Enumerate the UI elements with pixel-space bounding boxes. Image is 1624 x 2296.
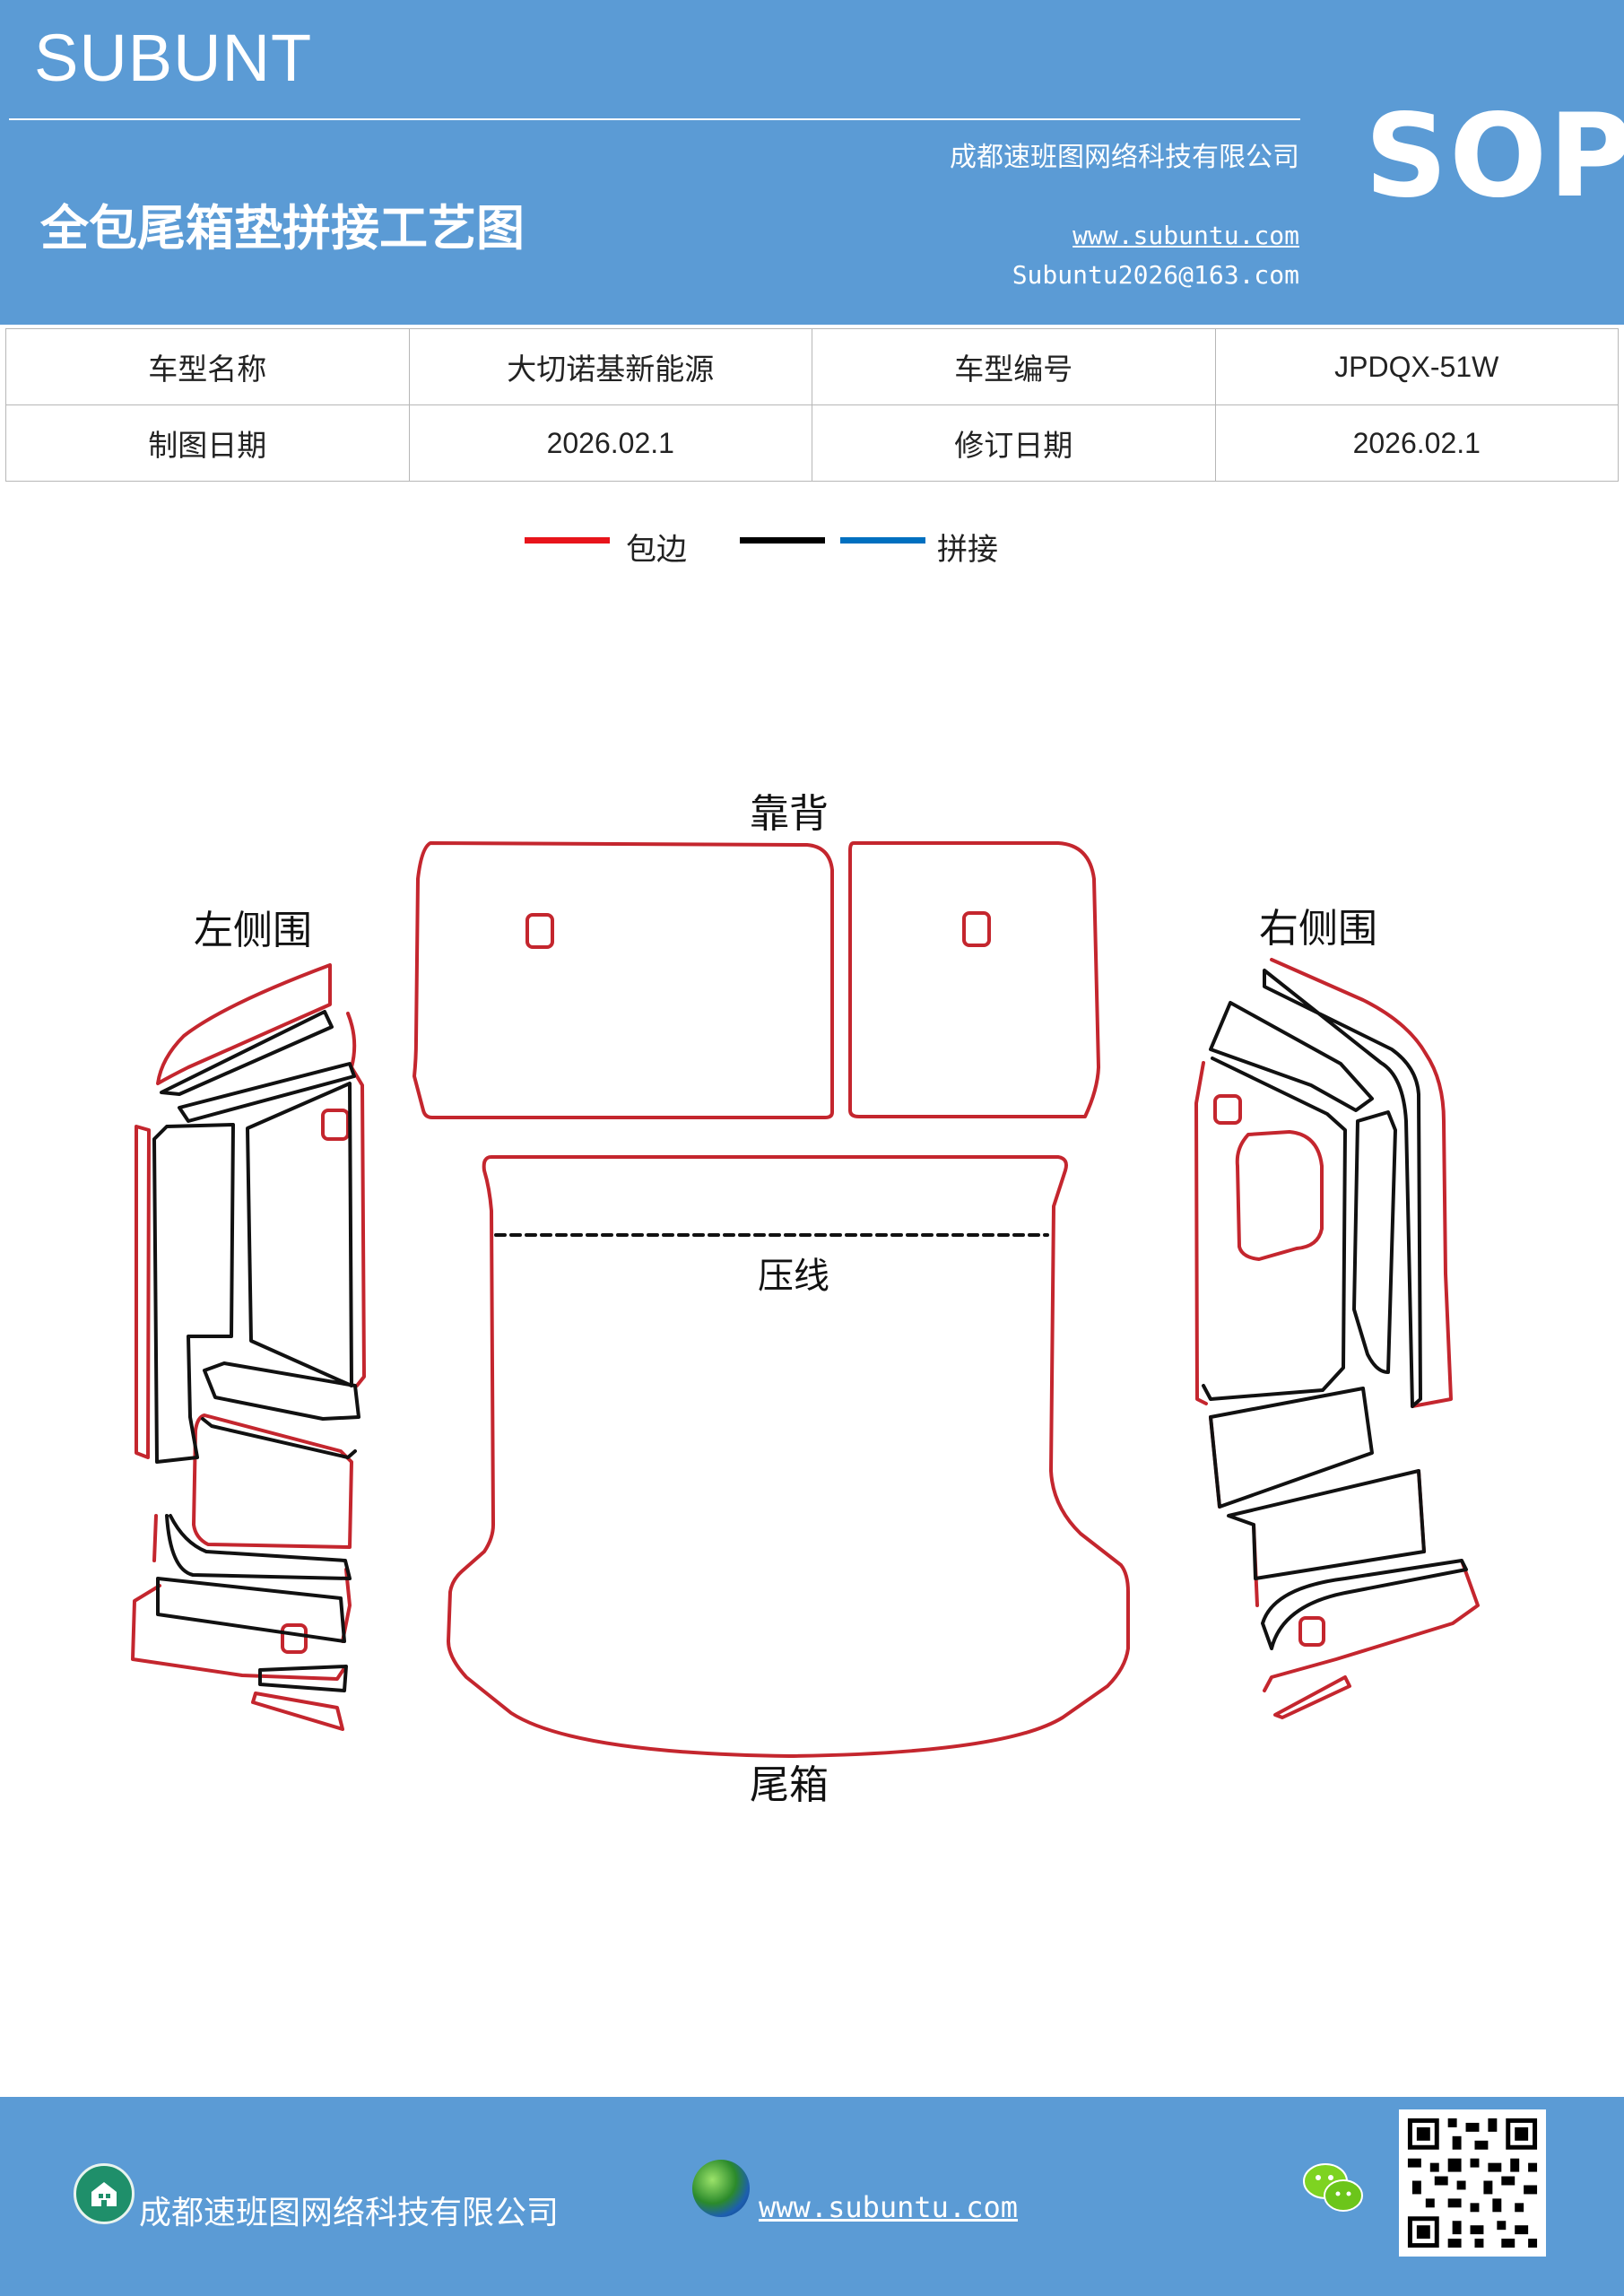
legend: 包边 拼接: [0, 525, 1624, 578]
right-side-left-edge: [1194, 1061, 1208, 1405]
brand-name: SUBUNT: [34, 21, 313, 95]
right-side-bottom-edge: [1263, 1559, 1480, 1692]
legend-swatch-black: [740, 537, 825, 544]
right-side-clip-bottom: [1298, 1616, 1325, 1647]
left-side-clip-top: [321, 1109, 350, 1141]
left-side-seam-lower: [156, 1514, 352, 1692]
left-side-clip-bottom: [281, 1623, 308, 1654]
legend-label-edge: 包边: [626, 532, 687, 568]
left-side-top-edge: [156, 963, 332, 1085]
footer-banner: 成都速班图网络科技有限公司 www.subuntu.com: [0, 2097, 1624, 2296]
backrest-left-clip: [525, 913, 554, 949]
footer-company-name: 成都速班图网络科技有限公司: [139, 2195, 560, 2231]
footer-website-link[interactable]: www.subuntu.com: [759, 2190, 1018, 2224]
right-side-top-edge: [1270, 958, 1453, 1408]
left-side-left-edge: [135, 1125, 151, 1459]
backrest-right-clip: [962, 911, 991, 947]
table-cell: 2026.02.1: [1214, 404, 1619, 482]
email-address[interactable]: Subuntu2026@163.com: [1012, 260, 1299, 290]
table-cell: 制图日期: [5, 404, 410, 482]
legend-swatch-red: [525, 537, 610, 544]
left-side-seam: [152, 1010, 360, 1464]
backrest-right-panel: [848, 841, 1100, 1118]
left-side-right-edge: [346, 1012, 366, 1387]
trunk-mat: [447, 1155, 1130, 1758]
legend-label-splice: 拼接: [937, 532, 998, 568]
table-cell: 修订日期: [812, 404, 1216, 482]
right-side-tail-edge: [1273, 1675, 1351, 1719]
header-divider: [9, 118, 1300, 120]
company-name: 成都速班图网络科技有限公司: [950, 142, 1299, 173]
label-press-line: 压线: [758, 1256, 829, 1297]
table-cell: 2026.02.1: [408, 404, 812, 482]
table-row: 车型名称 大切诺基新能源 车型编号 JPDQX-51W: [5, 328, 1619, 405]
sop-badge: SOP: [1365, 90, 1624, 223]
wechat-icon[interactable]: [1302, 2161, 1365, 2215]
left-side-bottom-edge: [131, 1584, 346, 1681]
document-title: 全包尾箱垫拼接工艺图: [40, 200, 525, 257]
label-backrest: 靠背: [750, 791, 829, 837]
left-side-window: [192, 1413, 353, 1549]
qr-code: [1399, 2109, 1546, 2257]
table-cell: 车型名称: [5, 328, 410, 405]
backrest-left-panel: [413, 841, 834, 1119]
globe-icon: [692, 2160, 750, 2217]
label-trunk: 尾箱: [750, 1762, 829, 1808]
header-banner: SUBUNT 全包尾箱垫拼接工艺图 成都速班图网络科技有限公司 www.subu…: [0, 0, 1624, 325]
right-side-seam: [1202, 969, 1468, 1650]
label-right-side: 右侧围: [1259, 906, 1377, 952]
right-side-window: [1235, 1130, 1324, 1261]
building-icon: [74, 2163, 135, 2224]
table-cell: 大切诺基新能源: [408, 328, 812, 405]
website-link[interactable]: www.subuntu.com: [1073, 221, 1299, 250]
table-row: 制图日期 2026.02.1 修订日期 2026.02.1: [5, 404, 1619, 482]
vehicle-info-table: 车型名称 大切诺基新能源 车型编号 JPDQX-51W 制图日期 2026.02…: [5, 328, 1619, 482]
right-side-clip-top: [1213, 1094, 1242, 1125]
label-left-side: 左侧围: [194, 908, 312, 953]
table-cell: JPDQX-51W: [1214, 328, 1619, 405]
legend-swatch-blue: [840, 537, 925, 544]
table-cell: 车型编号: [812, 328, 1216, 405]
left-side-tail-edge: [251, 1692, 344, 1731]
